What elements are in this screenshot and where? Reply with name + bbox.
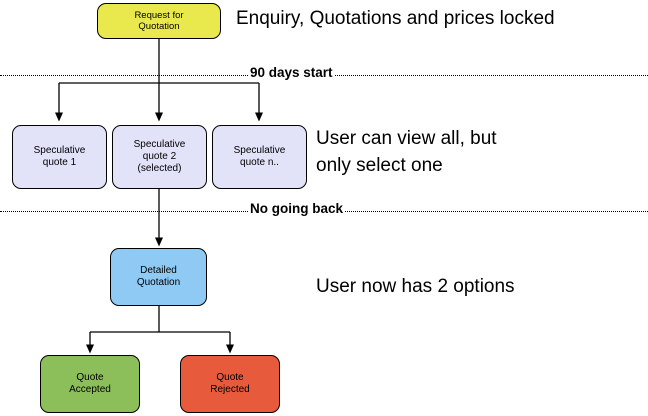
- divider-label-90-days-start: 90 days start: [248, 65, 335, 80]
- node-request-for-quotation[interactable]: Request for Quotation: [97, 3, 221, 39]
- node-quote-rejected[interactable]: Quote Rejected: [180, 355, 280, 413]
- node-quote-accepted[interactable]: Quote Accepted: [40, 355, 140, 413]
- node-detailed-quotation[interactable]: Detailed Quotation: [110, 248, 207, 306]
- annotation-enquiry-locked: Enquiry, Quotations and prices locked: [236, 8, 555, 29]
- annotation-two-options: User now has 2 options: [316, 276, 515, 297]
- node-speculative-quote-n[interactable]: Speculative quote n..: [212, 125, 307, 189]
- node-speculative-quote-2-selected[interactable]: Speculative quote 2 (selected): [112, 125, 207, 189]
- node-speculative-quote-1[interactable]: Speculative quote 1: [12, 125, 107, 189]
- divider-label-no-going-back: No going back: [248, 201, 346, 216]
- annotation-view-all-select-one: User can view all, but only select one: [316, 128, 497, 176]
